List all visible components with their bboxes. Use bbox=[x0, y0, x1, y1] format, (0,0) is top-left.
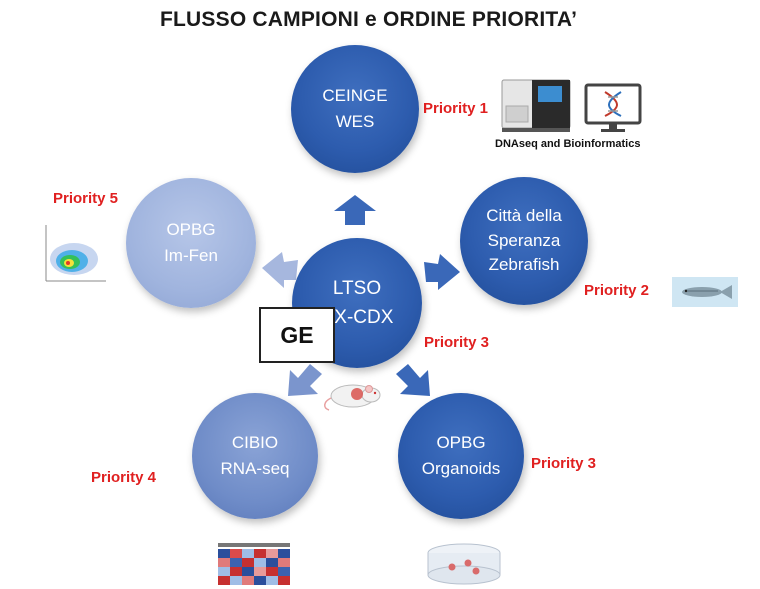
priority-label-2: Priority 2 bbox=[584, 282, 650, 299]
flow-cytometry-icon bbox=[40, 223, 108, 287]
node-label: DX-CDX bbox=[320, 307, 394, 328]
diagram-title: FLUSSO CAMPIONI e ORDINE PRIORITA’ bbox=[160, 8, 578, 31]
node-ltso-center: LTSO DX-CDX bbox=[292, 238, 422, 368]
node-ceinge-wes: CEINGE WES bbox=[291, 45, 419, 173]
priority-label-5: Priority 5 bbox=[53, 190, 119, 207]
node-label: RNA-seq bbox=[220, 459, 290, 478]
node-opbg-im-fen: OPBG Im-Fen bbox=[126, 178, 256, 308]
node-citta-della-speranza: Città della Speranza Zebrafish bbox=[460, 177, 588, 305]
node-label: Im-Fen bbox=[164, 246, 218, 265]
node-label: WES bbox=[335, 112, 375, 131]
mouse-icon bbox=[324, 384, 381, 411]
dnaseq-caption: DNAseq and Bioinformatics bbox=[495, 138, 641, 150]
node-label: Zebrafish bbox=[488, 255, 560, 275]
arrow-up-right bbox=[424, 254, 460, 290]
node-opbg-organoids: OPBG Organoids bbox=[398, 393, 524, 519]
zebrafish-icon bbox=[672, 277, 738, 307]
node-label: Speranza bbox=[487, 230, 561, 250]
node-label: CIBIO bbox=[231, 432, 279, 452]
node-label: OPBG bbox=[166, 219, 216, 239]
priority-label-4: Priority 4 bbox=[91, 469, 157, 486]
petri-dish-icon bbox=[427, 543, 501, 585]
ge-label-box: GE bbox=[259, 307, 335, 363]
node-cibio-rna-seq: CIBIO RNA-seq bbox=[192, 393, 318, 519]
arrow-up-left bbox=[262, 252, 298, 288]
priority-label-center: Priority 3 bbox=[424, 334, 490, 351]
sequencer-icon bbox=[501, 79, 571, 132]
node-label: Organoids bbox=[421, 459, 501, 478]
arrow-up bbox=[334, 195, 376, 225]
node-label: Città della bbox=[486, 206, 562, 226]
arrow-down-left bbox=[288, 364, 322, 396]
priority-label-1: Priority 1 bbox=[423, 100, 489, 117]
node-label: LTSO bbox=[332, 277, 382, 299]
dna-monitor-icon bbox=[584, 83, 642, 132]
heatmap-icon bbox=[218, 543, 290, 585]
priority-label-3: Priority 3 bbox=[531, 455, 597, 472]
node-label: CEINGE bbox=[322, 85, 388, 105]
node-label: OPBG bbox=[436, 432, 486, 452]
arrow-down-right bbox=[396, 364, 430, 396]
